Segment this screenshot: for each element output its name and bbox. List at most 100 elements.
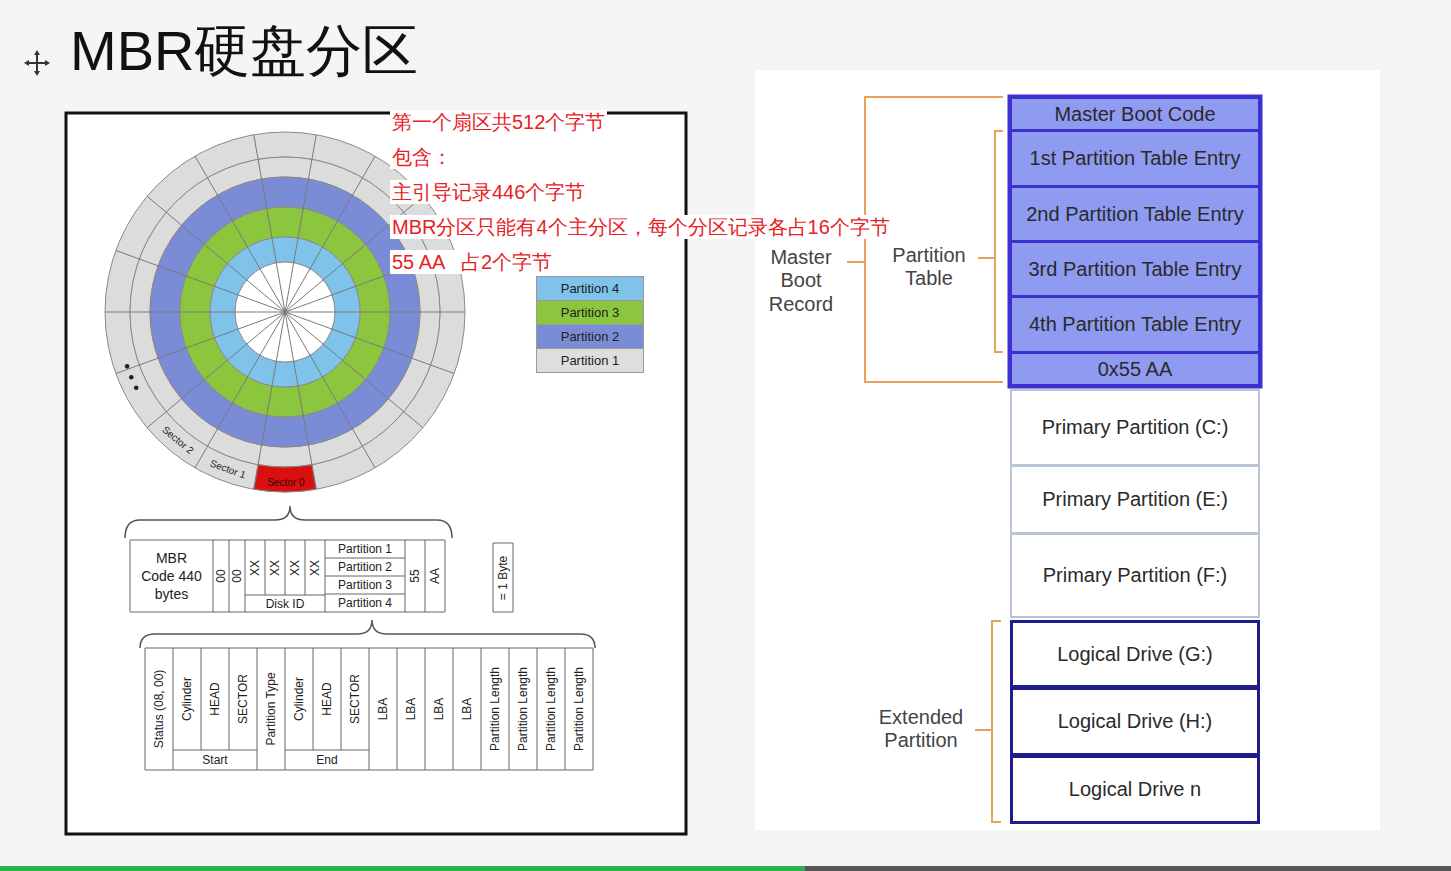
annotation-note-text: 包含： xyxy=(392,146,452,168)
table-cell-text: XX xyxy=(288,559,302,575)
field-cell-text: HEAD xyxy=(320,682,334,715)
annotation-note: 第一个扇区共512个字节 xyxy=(390,110,607,134)
curly-brace xyxy=(125,506,452,538)
bracket-label-text: Extended Partition xyxy=(879,706,964,751)
field-cell-text: Partition Length xyxy=(516,667,530,751)
bracket xyxy=(975,621,1001,822)
table-line xyxy=(201,648,202,750)
table-line xyxy=(145,648,146,770)
table-line xyxy=(285,750,369,751)
progress-bar xyxy=(0,866,805,871)
field-cell: LBA xyxy=(369,648,397,770)
legend-swatch: Partition 3 xyxy=(536,300,644,325)
field-group-text: End xyxy=(316,753,337,767)
field-cell-text: LBA xyxy=(460,698,474,721)
mbr-field: Master Boot Code xyxy=(1010,97,1260,131)
field-cell-text: HEAD xyxy=(208,682,222,715)
table-line xyxy=(593,648,594,770)
primary-partition: Primary Partition (E:) xyxy=(1010,465,1260,534)
primary-partition: Primary Partition (F:) xyxy=(1010,533,1260,618)
table-cell: MBR Code 440 bytes xyxy=(130,540,213,612)
sector-line xyxy=(254,135,285,312)
field-cell-text: Partition Type xyxy=(264,672,278,745)
table-line xyxy=(325,576,405,577)
table-line xyxy=(325,558,405,559)
table-cell: Disk ID xyxy=(245,595,325,612)
sector-line xyxy=(105,312,285,313)
field-cell: Partition Length xyxy=(509,648,537,770)
legend-swatch: Partition 2 xyxy=(536,324,644,349)
table-cell-text: MBR Code 440 bytes xyxy=(140,549,204,604)
signature-field: 0x55 AA xyxy=(1010,352,1260,386)
field-cell: SECTOR xyxy=(341,648,369,750)
sector-label-text: Sector 2 xyxy=(160,424,196,456)
field-cell: Partition Type xyxy=(257,648,285,770)
field-cell-text: Cylinder xyxy=(180,677,194,721)
sector-line xyxy=(285,312,423,428)
table-cell-text: Disk ID xyxy=(266,597,305,611)
field-cell-text: Partition Length xyxy=(488,667,502,751)
slide-title: MBR硬盘分区 xyxy=(70,20,418,82)
table-cell: XX xyxy=(285,540,305,595)
legend-text: Partition 1 xyxy=(561,353,620,368)
sector-line xyxy=(285,312,316,489)
field-cell-text: Partition Length xyxy=(572,667,586,751)
annotation-note-text: 55 AA 占2个字节 xyxy=(392,251,552,273)
field-cell: LBA xyxy=(453,648,481,770)
bracket xyxy=(847,97,1003,822)
node-text: Logical Drive (G:) xyxy=(1057,643,1213,666)
table-cell: Partition 4 xyxy=(325,594,405,612)
ellipsis-dot xyxy=(129,375,134,380)
table-cell-text: Partition 2 xyxy=(338,560,392,574)
bracket-label: Master Boot Record xyxy=(760,246,842,316)
bracket xyxy=(978,131,1003,352)
legend-swatch: Partition 1 xyxy=(536,348,644,373)
sector-line xyxy=(116,312,285,374)
table-cell-text: AA xyxy=(428,568,442,584)
field-cell: HEAD xyxy=(201,648,229,750)
logical-drive: Logical Drive n xyxy=(1010,755,1260,824)
table-grid xyxy=(130,540,593,770)
table-line xyxy=(425,540,426,612)
sector-line xyxy=(285,156,375,312)
annotation-note: 包含： xyxy=(390,145,454,169)
table-line xyxy=(513,543,514,612)
field-cell-text: Cylinder xyxy=(292,677,306,721)
sector-label: Sector 1 xyxy=(209,457,248,480)
table-line xyxy=(285,648,286,770)
table-line xyxy=(565,648,566,770)
table-line xyxy=(325,594,405,595)
table-line xyxy=(341,648,342,750)
table-line xyxy=(369,648,370,770)
sector-label-text: Sector 0 xyxy=(267,477,304,488)
node-text: 3rd Partition Table Entry xyxy=(1028,258,1241,281)
node-text: Primary Partition (E:) xyxy=(1042,488,1228,511)
table-line xyxy=(453,648,454,770)
sector-line xyxy=(285,312,454,374)
field-cell: SECTOR xyxy=(229,648,257,750)
bracket-label-text: Master Boot Record xyxy=(769,246,833,315)
node-text: 4th Partition Table Entry xyxy=(1029,313,1241,336)
table-line xyxy=(397,648,398,770)
table-line xyxy=(257,648,258,770)
field-cell: Status (08, 00) xyxy=(145,648,173,770)
primary-partition: Primary Partition (C:) xyxy=(1010,389,1260,466)
table-cell: Partition 3 xyxy=(325,576,405,594)
field-group: Start xyxy=(173,750,257,770)
table-cell: 55 xyxy=(405,540,425,612)
bracket-label-text: Partition Table xyxy=(892,244,965,289)
field-cell: HEAD xyxy=(313,648,341,750)
table-line xyxy=(425,648,426,770)
table-cell-text: Partition 4 xyxy=(338,596,392,610)
table-line xyxy=(130,540,131,612)
table-line xyxy=(130,612,445,613)
annotation-note-text: MBR分区只能有4个主分区，每个分区记录各占16个字节 xyxy=(392,216,890,238)
field-cell-text: LBA xyxy=(432,698,446,721)
table-line xyxy=(285,540,286,595)
field-cell: Partition Length xyxy=(565,648,593,770)
move-icon xyxy=(24,50,50,76)
ellipsis-dot xyxy=(125,364,130,369)
curly-brace xyxy=(140,620,595,648)
table-line xyxy=(445,540,446,612)
move-icon xyxy=(27,53,47,73)
